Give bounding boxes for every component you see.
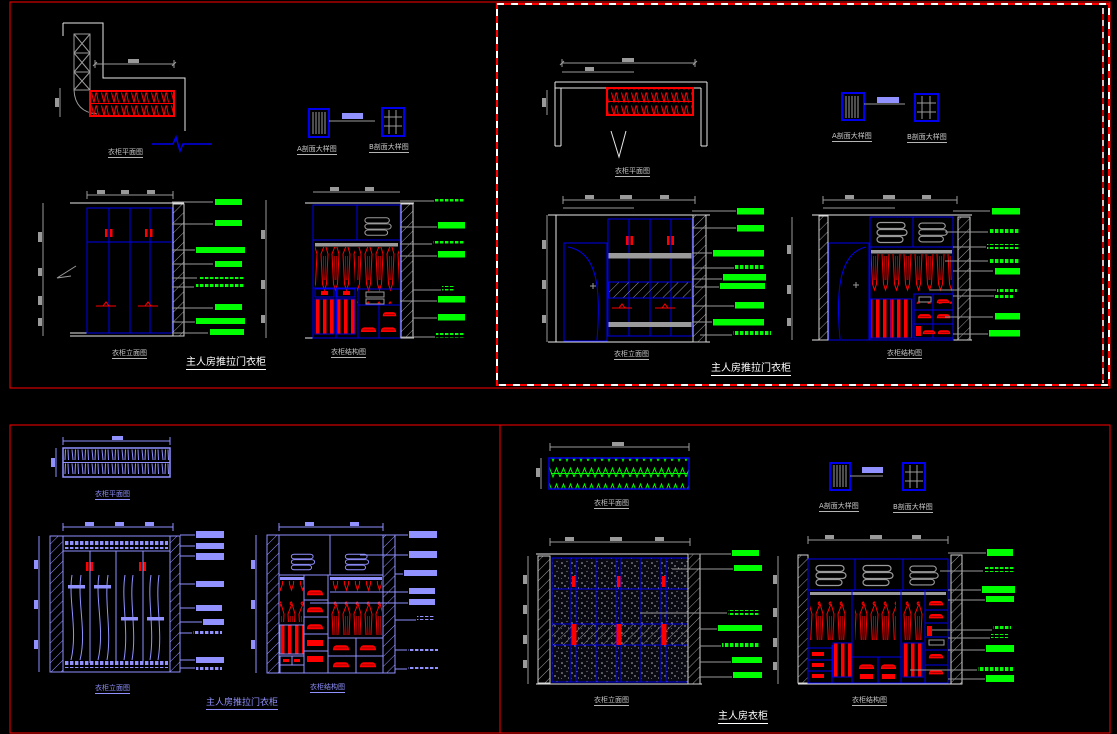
tr-detail-b-label: B剖面大样图 [907, 133, 947, 143]
tr-plan-drawing[interactable] [542, 58, 708, 159]
tl-detail-a-label: A剖面大样图 [297, 145, 337, 155]
br-title: 主人房衣柜 [718, 711, 768, 724]
selection-highlight-border[interactable] [496, 3, 1110, 386]
br-plan-label: 衣柜平面图 [594, 499, 629, 509]
tr-elevation-drawing[interactable] [542, 195, 771, 343]
br-detail-b-drawing[interactable] [902, 462, 926, 491]
bl-title: 主人房推拉门衣柜 [206, 698, 279, 710]
br-elevation-drawing[interactable] [523, 537, 762, 685]
bl-elevation-drawing[interactable] [34, 522, 224, 673]
tr-title: 主人房推拉门衣柜 [711, 363, 791, 376]
tl-detail-b-label: B剖面大样图 [369, 143, 409, 153]
tl-detail-b-drawing[interactable] [381, 107, 405, 137]
tr-plan-label: 衣柜平面图 [615, 167, 650, 177]
tr-structure-label: 衣柜结构图 [887, 349, 922, 359]
tr-detail-a-drawing[interactable] [841, 92, 905, 121]
bl-plan-label: 衣柜平面图 [95, 490, 130, 500]
br-structure-label: 衣柜结构图 [852, 696, 887, 706]
tl-title: 主人房推拉门衣柜 [186, 357, 266, 370]
bl-plan-drawing[interactable] [51, 436, 171, 478]
tl-elevation-label: 衣柜立面图 [112, 349, 147, 359]
tl-plan-drawing[interactable] [55, 22, 212, 154]
tr-detail-b-drawing[interactable] [914, 93, 939, 122]
tl-elevation-drawing[interactable] [38, 190, 245, 337]
br-detail-b-label: B剖面大样图 [893, 503, 933, 513]
br-plan-drawing[interactable] [536, 442, 690, 490]
bl-structure-drawing[interactable] [251, 522, 438, 674]
tl-structure-drawing[interactable] [261, 187, 465, 339]
sheet-border-bottom [9, 424, 1111, 734]
br-detail-a-drawing[interactable] [829, 462, 883, 491]
tr-detail-a-label: A剖面大样图 [832, 132, 872, 142]
tl-detail-a-drawing[interactable] [308, 108, 375, 138]
br-detail-a-label: A剖面大样图 [819, 502, 859, 512]
tl-structure-label: 衣柜结构图 [331, 348, 366, 358]
bl-elevation-label: 衣柜立面图 [95, 684, 130, 694]
tr-elevation-label: 衣柜立面图 [614, 350, 649, 360]
br-structure-drawing[interactable] [773, 535, 1015, 685]
bl-structure-label: 衣柜结构图 [310, 683, 345, 693]
tl-plan-label: 衣柜平面图 [108, 148, 143, 158]
br-elevation-label: 衣柜立面图 [594, 696, 629, 706]
tr-structure-drawing[interactable] [787, 195, 1020, 341]
